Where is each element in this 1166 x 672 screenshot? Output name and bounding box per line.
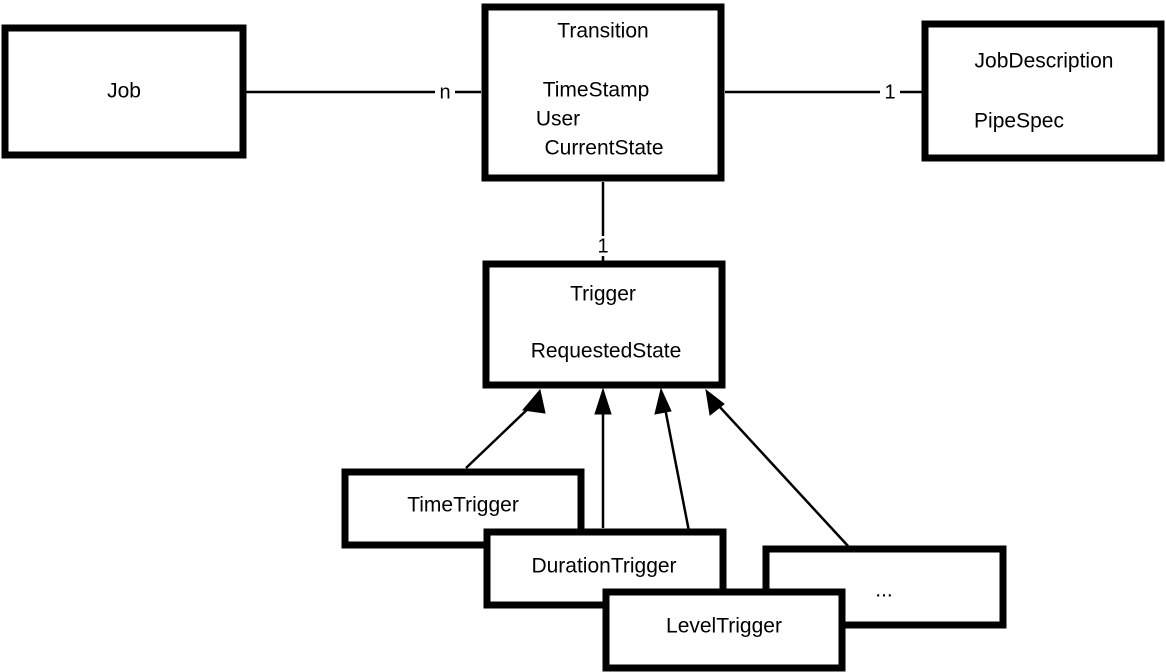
class-box-job-rect[interactable] [1,24,247,159]
class-box-leveltrigger[interactable]: LevelTrigger [602,588,846,672]
class-box-more-triggers-title: ... [875,579,893,602]
class-box-transition-title: Transition [557,20,648,43]
class-attribute-pipespec: PipeSpec [974,110,1064,133]
class-box-trigger-rect[interactable] [482,260,726,389]
arrowhead-more-triggers [705,388,725,416]
class-box-timetrigger-title: TimeTrigger [407,494,519,517]
multiplicity-label-one-trigger: 1 [597,235,608,257]
arrowhead-leveltrigger [654,387,672,415]
class-attribute-currentstate: CurrentState [544,137,663,160]
multiplicity-label-n: n [439,81,450,103]
arrowhead-timetrigger [522,388,546,414]
class-box-trigger-title: Trigger [570,283,636,306]
multiplicity-label-one-jobdescription: 1 [884,81,895,103]
class-attribute-requestedstate: RequestedState [531,340,682,363]
class-box-durationtrigger-title: DurationTrigger [531,555,676,578]
class-box-transition[interactable]: Transition TimeStamp User CurrentState [481,3,725,182]
class-box-job[interactable]: Job [1,24,247,159]
generalization-line-timetrigger [465,403,534,469]
class-box-jobdescription-title: JobDescription [975,50,1114,73]
class-box-trigger[interactable]: Trigger RequestedState [482,260,726,389]
class-box-job-title: Job [107,80,141,103]
class-attribute-timestamp: TimeStamp [543,79,650,102]
class-attribute-user: User [536,108,580,131]
class-box-leveltrigger-rect[interactable] [602,588,846,672]
association-lines [246,90,922,262]
generalization-line-more-triggers [717,404,849,547]
class-box-jobdescription-rect[interactable] [921,20,1165,162]
class-box-leveltrigger-title: LevelTrigger [666,615,782,638]
class-box-jobdescription[interactable]: JobDescription PipeSpec [921,20,1165,162]
arrowhead-durationtrigger [594,387,612,415]
class-box-transition-rect[interactable] [481,3,725,182]
